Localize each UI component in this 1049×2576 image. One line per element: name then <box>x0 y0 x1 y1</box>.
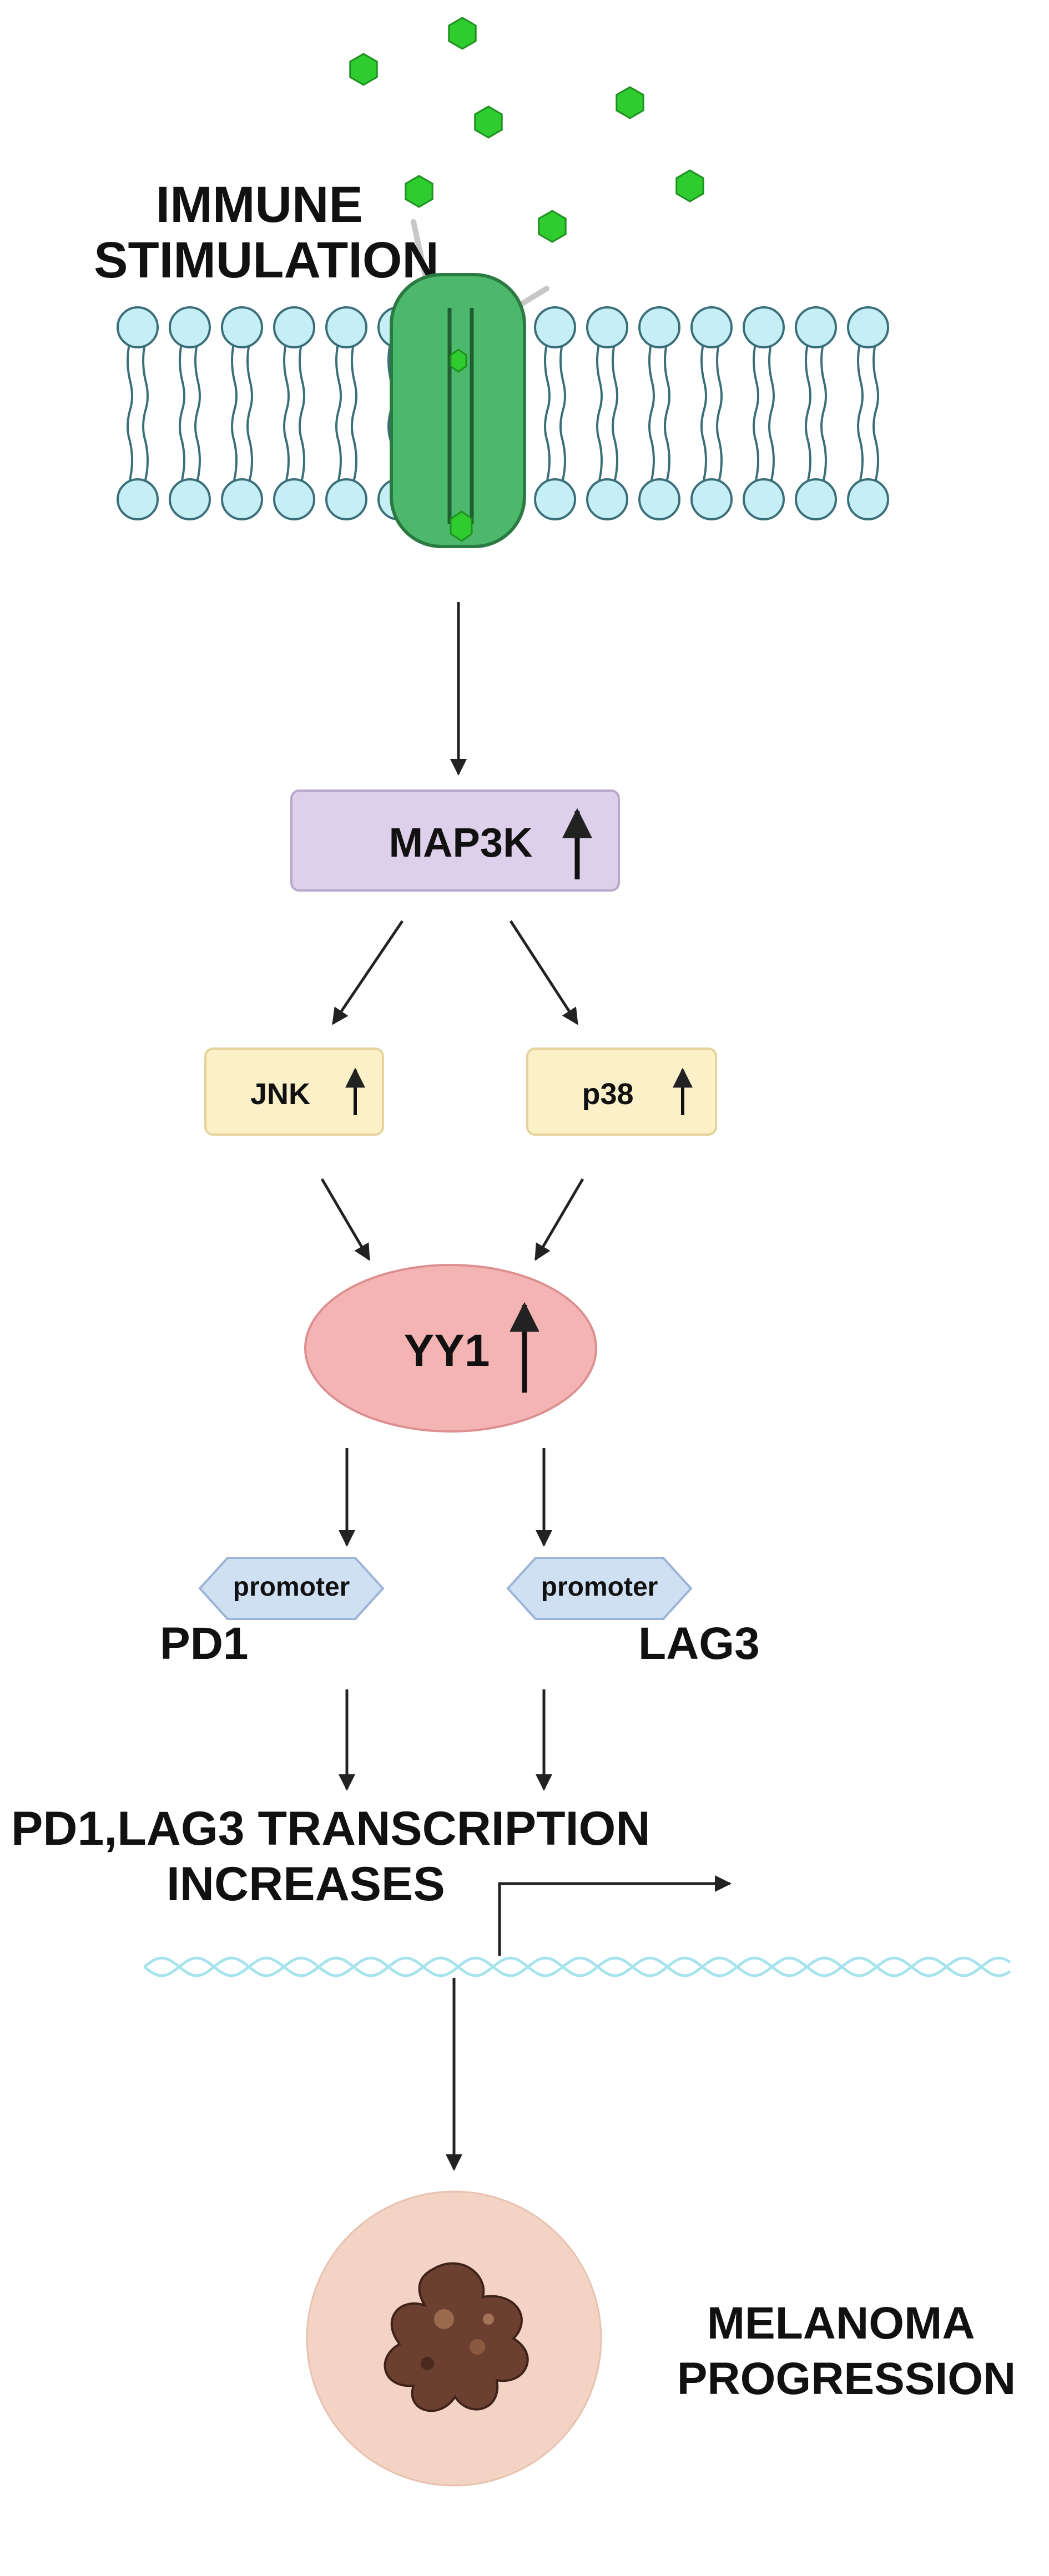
ligand-molecule-icon <box>675 169 704 203</box>
transcription-start-arrow <box>498 1875 732 1956</box>
ligand-molecule-icon <box>474 105 503 139</box>
lipid-pair <box>690 306 733 520</box>
arrow-map3k-to-jnk <box>331 920 404 1025</box>
map3k-node: MAP3K <box>290 789 620 892</box>
p38-label: p38 <box>582 1077 633 1111</box>
ligand-molecule-icon <box>448 17 477 50</box>
immune-stimulation-line-2: STIMULATION <box>94 232 439 289</box>
dna-strand <box>143 1956 1011 1977</box>
pd1-label: PD1 <box>160 1618 249 1669</box>
ligand-molecule-icon <box>349 53 378 86</box>
immune-stimulation-line-1: IMMUNE <box>156 176 363 233</box>
jnk-node: JNK <box>204 1047 384 1136</box>
lipid-pair <box>743 306 785 520</box>
cell-membrane-bilayer <box>117 306 889 520</box>
ligand-molecule-icon <box>616 86 644 119</box>
lag3-label: LAG3 <box>638 1618 760 1669</box>
lipid-pair <box>795 306 837 520</box>
melanoma-line-1: MELANOMA <box>707 2298 975 2349</box>
promoter-label: promoter <box>541 1572 658 1602</box>
pd1-promoter: promoter <box>198 1557 385 1620</box>
transcription-label: PD1,LAG3 TRANSCRIPTION INCREASES <box>11 1802 663 1911</box>
tumor-icon <box>384 2262 529 2412</box>
transcription-line-2: INCREASES <box>167 1858 445 1911</box>
ligand-molecule-icon <box>538 210 567 243</box>
lipid-pair <box>221 306 263 520</box>
lag3-promoter: promoter <box>506 1557 693 1620</box>
lipid-pair <box>273 306 315 520</box>
ligand-molecules <box>349 17 704 243</box>
lipid-pair <box>638 306 680 520</box>
promoter-label: promoter <box>233 1572 350 1602</box>
lipid-pair <box>325 306 367 520</box>
yy1-node: YY1 <box>304 1264 597 1433</box>
yy1-label: YY1 <box>404 1325 490 1376</box>
lipid-pair <box>117 306 159 520</box>
dna-helix-icon <box>143 1956 1011 1977</box>
membrane-channel-icon <box>390 273 526 548</box>
p38-node: p38 <box>526 1047 717 1136</box>
lipid-pair <box>534 306 576 520</box>
arrow-p38-to-yy1 <box>534 1178 584 1261</box>
lipid-pair <box>847 306 889 520</box>
immune-stimulation-label: IMMUNE STIMULATION <box>94 176 439 289</box>
melanoma-label: MELANOMA PROGRESSION <box>677 2298 1016 2404</box>
lipid-pair <box>586 306 628 520</box>
transcription-line-1: PD1,LAG3 TRANSCRIPTION <box>11 1802 650 1855</box>
lipid-pair <box>169 306 211 520</box>
dna-strand <box>143 1956 1011 1977</box>
ligand-molecule-icon <box>405 175 433 208</box>
melanoma-line-2: PROGRESSION <box>677 2354 1016 2404</box>
arrow-jnk-to-yy1 <box>320 1178 371 1261</box>
arrow-map3k-to-p38 <box>509 920 579 1025</box>
melanoma-cell <box>306 2190 602 2487</box>
map3k-label: MAP3K <box>389 819 532 866</box>
jnk-label: JNK <box>250 1077 310 1111</box>
